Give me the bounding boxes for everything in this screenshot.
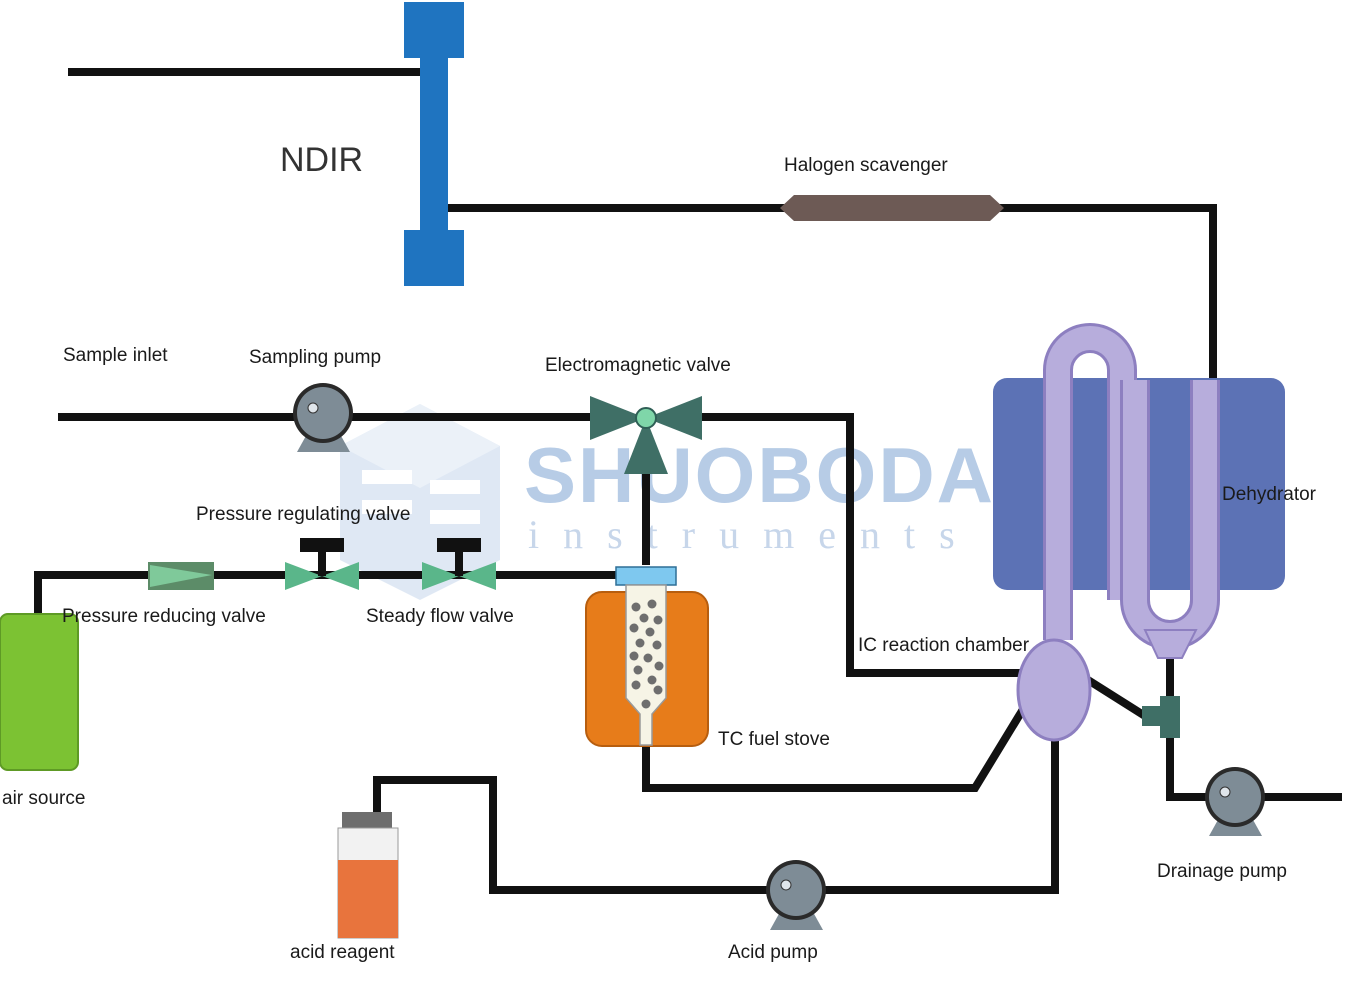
steady-flow-valve-icon (422, 538, 496, 590)
air-source-label: air source (2, 788, 85, 809)
ic-feed-pipe (696, 413, 1020, 677)
ndir-label: NDIR (280, 141, 363, 179)
sampling-pump-icon (293, 383, 353, 452)
sampling-pump-label: Sampling pump (249, 347, 381, 368)
ic-reaction-chamber (1016, 638, 1092, 742)
chamber-to-tee-pipe (1085, 676, 1148, 720)
scavenger-pipe (446, 204, 1217, 382)
pressure-regulating-valve-icon (285, 538, 359, 590)
ic-reaction-chamber-label: IC reaction chamber (858, 635, 1030, 656)
steady-flow-valve-label: Steady flow valve (366, 606, 514, 627)
sample-inlet-label: Sample inlet (63, 345, 168, 366)
tee-fitting-icon (1142, 696, 1180, 738)
watermark-brand: SHUOBODA (524, 431, 995, 519)
dehydrator (993, 323, 1285, 659)
acid-reagent-bottle (337, 812, 399, 939)
drain-pipe (1166, 735, 1342, 801)
electromagnetic-valve-label: Electromagnetic valve (545, 355, 731, 376)
dehydrator-label: Dehydrator (1222, 484, 1317, 505)
drainage-pump-label: Drainage pump (1157, 861, 1287, 882)
pressure-reducing-valve-icon (148, 562, 214, 590)
acid-pipe (373, 735, 1059, 894)
tc-fuel-stove-label: TC fuel stove (718, 729, 830, 750)
pipes (34, 68, 1342, 894)
halogen-scavenger-label: Halogen scavenger (784, 155, 948, 176)
halogen-scavenger (780, 195, 1004, 221)
acid-reagent-label: acid reagent (290, 942, 395, 963)
catalyst-beads-icon (629, 599, 664, 709)
drainage-pump-icon (1205, 767, 1265, 836)
watermark: SHUOBODA instruments (340, 404, 995, 600)
ndir-detector (404, 2, 464, 286)
pressure-regulating-valve-label: Pressure regulating valve (196, 504, 410, 525)
watermark-logo-icon (340, 404, 500, 600)
acid-pump-label: Acid pump (728, 942, 818, 963)
stove-outlet-pipe (642, 703, 1029, 792)
watermark-subtitle: instruments (528, 512, 979, 557)
electromagnetic-valve-icon (590, 396, 702, 474)
air-source-cylinder (0, 613, 79, 771)
acid-pump-icon (766, 860, 826, 930)
tc-fuel-stove (585, 566, 709, 747)
pressure-reducing-valve-label: Pressure reducing valve (62, 606, 266, 627)
